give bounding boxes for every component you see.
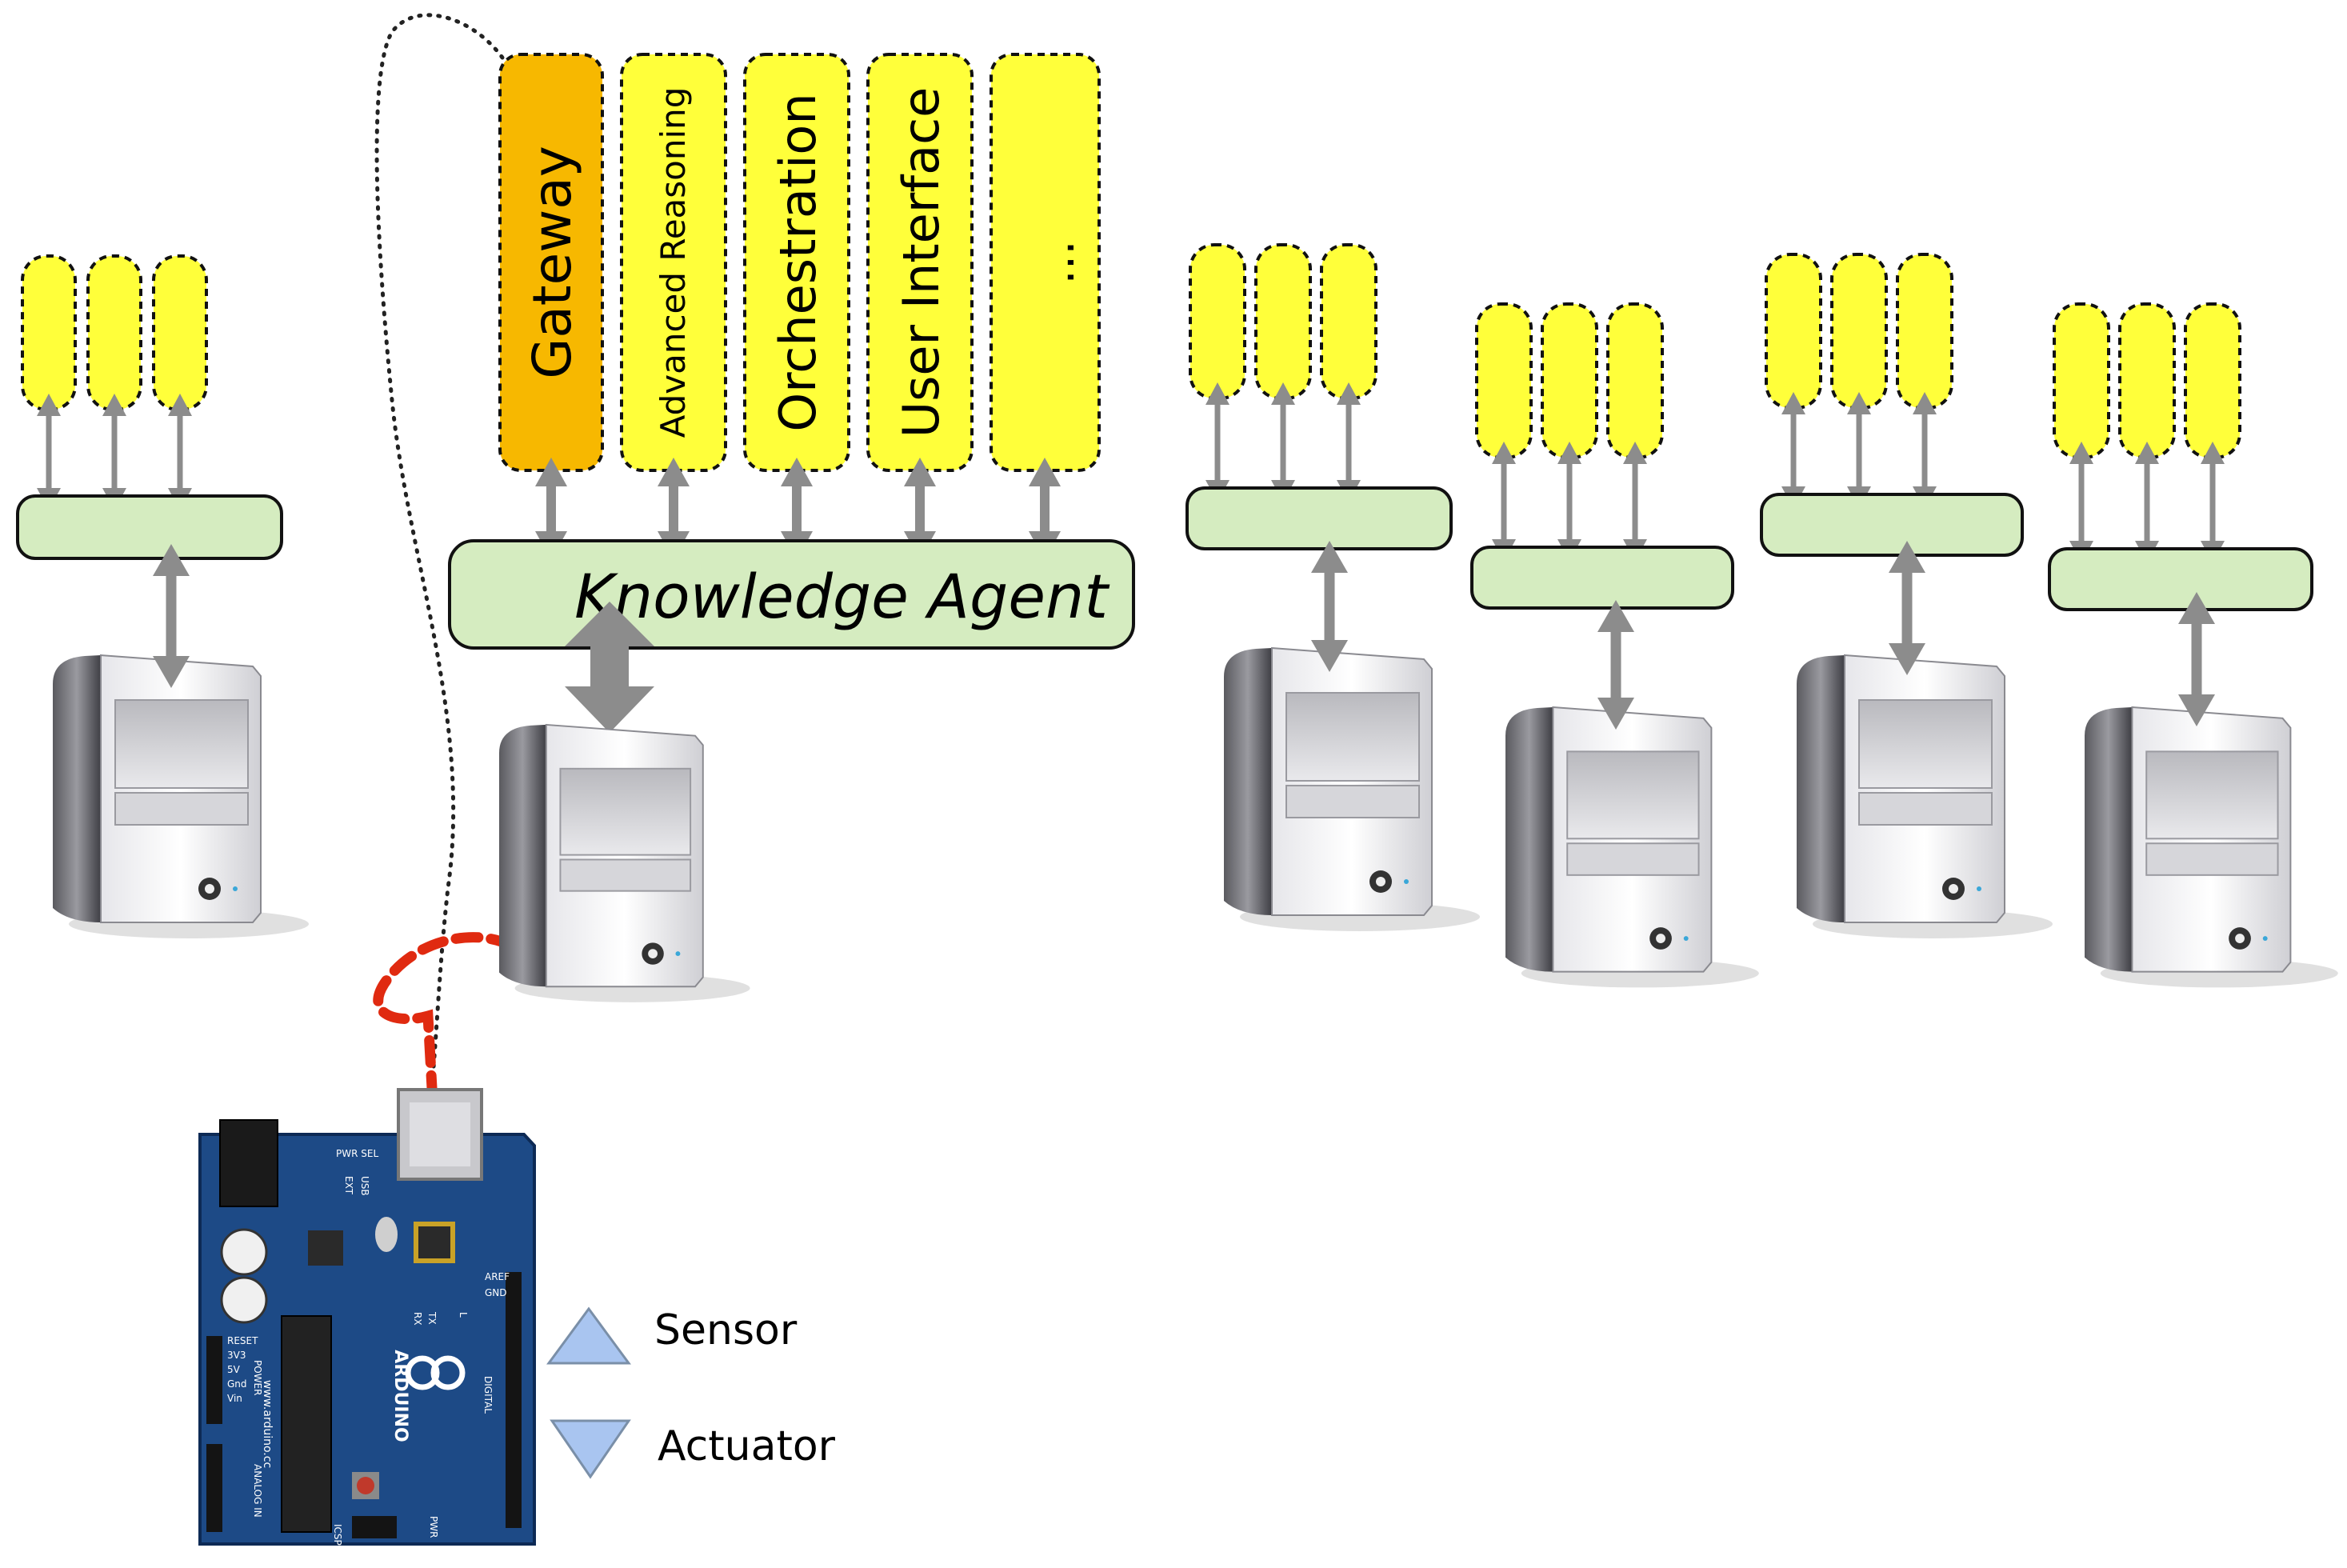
module-agent-arrow — [1205, 382, 1229, 502]
module-agent-arrow — [1781, 392, 1805, 509]
board-pin-label: Gnd — [227, 1378, 247, 1390]
module-agent-arrow — [168, 394, 192, 510]
board-url: www.arduino.cc — [261, 1380, 274, 1468]
module-agent-arrow — [37, 394, 61, 510]
agent-server-arrow — [153, 544, 190, 688]
capability-orchestration: Orchestration — [743, 53, 850, 472]
board-pin-label: USB — [359, 1176, 370, 1196]
agent-server-arrow — [2178, 592, 2215, 726]
board-pin-label: TX — [426, 1311, 438, 1325]
triangle-up-icon — [546, 1306, 631, 1365]
agent-group — [2048, 302, 2313, 611]
module-agent-arrow — [102, 394, 126, 510]
agent-server-arrow — [1597, 600, 1634, 730]
capability-more: ... — [990, 53, 1101, 472]
board-pin-label: 5V — [227, 1364, 241, 1375]
module-agent-arrow — [2135, 442, 2159, 563]
module-agent-arrow — [2201, 442, 2225, 563]
board-pin-label: POWER — [252, 1360, 263, 1395]
capability-label: Advanced Reasoning — [654, 87, 693, 438]
board-pin-label: ICSP — [332, 1524, 343, 1546]
board-pin-label: PWR — [428, 1516, 439, 1538]
agent-group — [16, 254, 283, 560]
knowledge-agent-label: Knowledge Agent — [574, 561, 1110, 632]
module-agent-arrow — [2069, 442, 2093, 563]
capability-module — [21, 254, 77, 411]
capability-advanced-reasoning: Advanced Reasoning — [620, 53, 727, 472]
capability-module — [1541, 302, 1598, 459]
server-icon — [1505, 706, 1759, 988]
agent-server-arrow — [565, 602, 654, 733]
actuator-label: Actuator — [658, 1422, 836, 1470]
agent-group — [1470, 302, 1734, 610]
capability-module — [1189, 243, 1246, 400]
capability-module — [2118, 302, 2176, 459]
gateway-wire — [374, 13, 505, 1090]
agent-box — [2048, 547, 2313, 611]
server-icon — [499, 723, 750, 1002]
server-icon — [53, 654, 309, 938]
board-pin-label: RESET — [227, 1335, 258, 1346]
capability-module — [1320, 243, 1377, 400]
module-agent-arrow — [1847, 392, 1871, 509]
capability-module — [152, 254, 208, 411]
module-agent-arrow — [1913, 392, 1937, 509]
module-agent-arrow — [1271, 382, 1295, 502]
agent-server-arrow — [1311, 541, 1348, 672]
capability-module — [1606, 302, 1664, 459]
module-agent-arrow — [1557, 442, 1581, 562]
sensor-label: Sensor — [654, 1306, 798, 1354]
capability-module — [1254, 243, 1312, 400]
capability-gateway: Gateway — [498, 53, 604, 472]
capability-module — [1475, 302, 1533, 459]
board-pin-label: PWR SEL — [336, 1148, 378, 1159]
microcontroller-chip — [281, 1315, 332, 1533]
board-brand: ARDUINO — [390, 1350, 410, 1442]
capability-module — [2184, 302, 2241, 459]
agent-box — [1185, 486, 1453, 550]
server-icon — [2085, 706, 2338, 988]
board-pin-label: DIGITAL — [482, 1376, 494, 1414]
agent-box — [1760, 493, 2024, 557]
agent-box — [16, 494, 283, 560]
legend: Sensor Actuator — [546, 1306, 836, 1479]
board-pin-label: RX — [412, 1312, 423, 1326]
agent-group — [1760, 253, 2024, 557]
capability-module — [2053, 302, 2110, 459]
server-icon — [1797, 654, 2053, 938]
power-jack — [219, 1119, 278, 1207]
capability-module — [1830, 253, 1888, 410]
module-agent-arrow — [1337, 382, 1361, 502]
agent-box — [1470, 546, 1734, 610]
board-pin-label: 3V3 — [227, 1350, 246, 1361]
board-pin-label: ANALOG IN — [252, 1464, 263, 1518]
board-pin-label: AREF — [485, 1271, 510, 1282]
board-pin-label: GND — [485, 1287, 507, 1298]
arduino-board: ARDUINO www.arduino.cc AREF GND DIGITAL RES… — [198, 1088, 536, 1546]
capability-label: User Interface — [892, 87, 950, 438]
serial-link — [373, 932, 518, 1094]
triangle-down-icon — [550, 1419, 631, 1479]
agent-server-arrow — [1889, 541, 1925, 675]
capability-user-interface: User Interface — [866, 53, 974, 472]
board-pin-label: Vin — [227, 1393, 242, 1404]
board-pin-label: L — [458, 1312, 469, 1318]
module-agent-arrow — [1492, 442, 1516, 562]
module-agent-arrow — [1623, 442, 1647, 562]
knowledge-agent: Knowledge Agent — [448, 539, 1135, 650]
capability-label: ... — [1030, 240, 1085, 284]
board-pin-label: EXT — [343, 1176, 354, 1195]
agent-group — [1185, 243, 1453, 550]
capability-module — [1896, 253, 1953, 410]
capability-module — [1765, 253, 1822, 410]
server-icon — [1224, 646, 1480, 931]
capability-label: Gateway — [522, 146, 583, 379]
capability-label: Orchestration — [769, 93, 827, 431]
capability-module — [86, 254, 142, 411]
